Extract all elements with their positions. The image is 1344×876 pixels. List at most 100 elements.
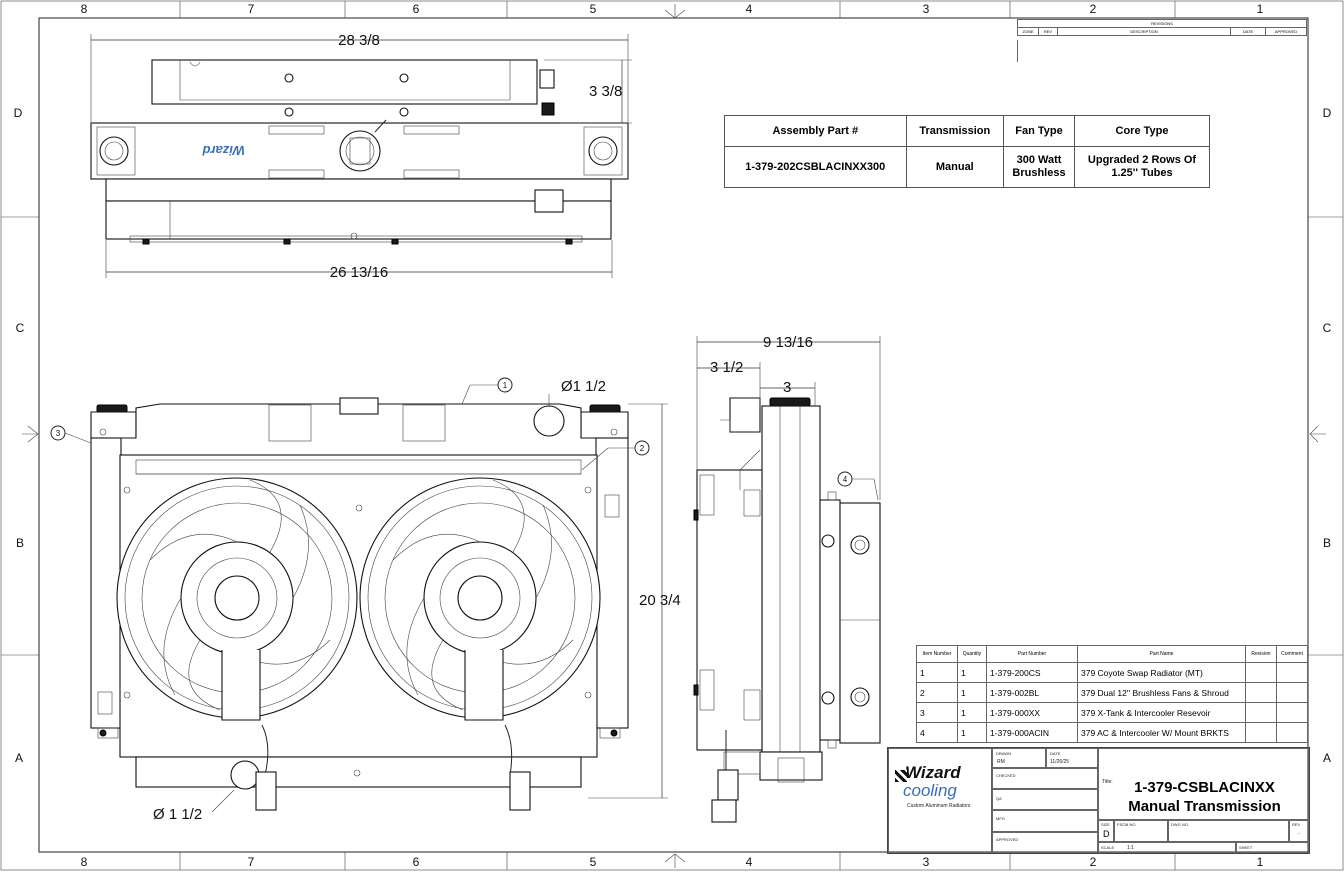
spec-core-type: Upgraded 2 Rows Of 1.25'' Tubes — [1074, 146, 1210, 188]
title-block: Wizard cooling Custom Aluminum Radiators… — [887, 747, 1310, 854]
svg-text:2: 2 — [1090, 855, 1097, 869]
fscm-cell: FSCM NO. — [1114, 820, 1168, 842]
rev-header-date: DATE — [1230, 27, 1266, 36]
balloon-1: 1 — [461, 377, 513, 405]
bom-cell: 379 Coyote Swap Radiator (MT) — [1077, 662, 1246, 683]
bom-cell: 2 — [916, 682, 958, 703]
dim-side-a: 3 1/2 — [710, 359, 743, 376]
scale-value: 1:1 — [1127, 845, 1134, 851]
fan-right — [359, 477, 601, 811]
bom-header-revision: Revision — [1245, 645, 1277, 663]
balloon-3: 3 — [50, 425, 92, 444]
scale-label: SCALE — [1101, 845, 1115, 850]
bom-cell: 1 — [916, 662, 958, 683]
title-label: Title: — [1102, 779, 1113, 785]
dim-top-width: 28 3/8 — [338, 32, 380, 49]
bom-cell — [1276, 682, 1308, 703]
svg-text:5: 5 — [590, 2, 597, 16]
bom-cell — [1245, 702, 1277, 723]
bom-cell: 3 — [916, 702, 958, 723]
bom-cell: 1-379-000ACIN — [986, 722, 1078, 743]
dim-side-b: 3 — [783, 379, 791, 396]
svg-text:B: B — [1323, 536, 1331, 550]
dim-inlet: Ø1 1/2 — [561, 378, 606, 395]
qa-label: QA — [996, 796, 1002, 801]
svg-text:2: 2 — [640, 444, 645, 453]
flag-icon — [895, 770, 907, 782]
rev-header-approved: APPROVED — [1265, 27, 1307, 36]
svg-text:7: 7 — [248, 2, 255, 16]
svg-text:6: 6 — [413, 2, 420, 16]
spec-header-assembly: Assembly Part # — [724, 115, 907, 147]
spec-fan-type: 300 Watt Brushless — [1003, 146, 1075, 188]
svg-text:C: C — [16, 321, 25, 335]
zone-labels: 8 7 6 5 4 3 2 1 8 7 6 5 4 3 2 1 D C B A … — [14, 2, 1332, 869]
dwg-cell: DWG NO. — [1168, 820, 1289, 842]
spec-header-fan-type: Fan Type — [1003, 115, 1075, 147]
mfg-label: MFG — [996, 816, 1005, 821]
checked-cell: CHECKED — [992, 768, 1098, 789]
svg-text:B: B — [16, 536, 24, 550]
side-view-dimensions — [696, 336, 881, 500]
mfg-cell: MFG — [992, 810, 1098, 832]
bom-cell: 379 X-Tank & Intercooler Resevoir — [1077, 702, 1246, 723]
bom-header-item: Item Number — [916, 645, 958, 663]
bom-cell: 4 — [916, 722, 958, 743]
size-value: D — [1103, 829, 1110, 839]
drawn-value: RM — [997, 759, 1005, 765]
top-view: Wizard — [90, 59, 629, 245]
svg-text:4: 4 — [746, 855, 753, 869]
sheet-label: SHEET — [1239, 845, 1253, 850]
rev-header-description: DESCRIPTION — [1057, 27, 1231, 36]
bom-header-comment: Comment — [1276, 645, 1308, 663]
dim-outlet: Ø 1 1/2 — [153, 806, 202, 823]
bom-header-part-number: Part Number — [986, 645, 1078, 663]
bill-of-materials: Item Number Quantity Part Number Part Na… — [916, 645, 1308, 743]
bom-cell — [1276, 662, 1308, 683]
svg-text:3: 3 — [923, 2, 930, 16]
dim-top-core: 26 13/16 — [330, 264, 388, 281]
rev-label: REV — [1292, 822, 1301, 827]
bom-cell: 1 — [957, 722, 987, 743]
bom-cell — [1245, 682, 1277, 703]
logo-cell: Wizard cooling Custom Aluminum Radiators — [888, 748, 992, 853]
balloon-2: 2 — [581, 440, 650, 471]
svg-text:1: 1 — [1257, 855, 1264, 869]
top-view-dimensions — [90, 34, 632, 278]
logo-wordmark: Wizard — [905, 763, 961, 782]
bom-cell — [1276, 702, 1308, 723]
dwg-label: DWG NO. — [1171, 822, 1189, 827]
svg-text:7: 7 — [248, 855, 255, 869]
size-label: SIZE — [1101, 822, 1110, 827]
size-cell: SIZE D — [1098, 820, 1114, 842]
front-view-dimensions — [211, 394, 668, 813]
date-cell: DATE 11/26/25 — [1046, 748, 1098, 768]
bom-cell: 1 — [957, 682, 987, 703]
spec-assembly-part: 1-379-202CSBLACINXX300 — [724, 146, 907, 188]
bom-cell: 1-379-002BL — [986, 682, 1078, 703]
drawing-title-line1: 1-379-CSBLACINXX — [1134, 779, 1275, 796]
bom-header-qty: Quantity — [957, 645, 987, 663]
bom-cell: 1-379-000XX — [986, 702, 1078, 723]
spec-header-core-type: Core Type — [1074, 115, 1210, 147]
svg-text:Wizard: Wizard — [201, 143, 245, 158]
scale-cell: SCALE 1:1 — [1098, 842, 1236, 853]
rev-cell: REV - — [1289, 820, 1309, 842]
bom-cell — [1276, 722, 1308, 743]
side-view — [693, 397, 881, 823]
svg-text:D: D — [14, 106, 23, 120]
inner-frame — [38, 17, 1309, 853]
bom-cell — [1245, 662, 1277, 683]
spec-transmission: Manual — [905, 146, 1005, 188]
svg-text:4: 4 — [843, 475, 848, 484]
drawing-title-line2: Manual Transmission — [1128, 798, 1281, 815]
rev-header-rev: REV — [1038, 27, 1058, 36]
svg-text:5: 5 — [590, 855, 597, 869]
checked-label: CHECKED — [996, 773, 1016, 778]
svg-text:A: A — [15, 751, 23, 765]
svg-text:8: 8 — [81, 2, 88, 16]
